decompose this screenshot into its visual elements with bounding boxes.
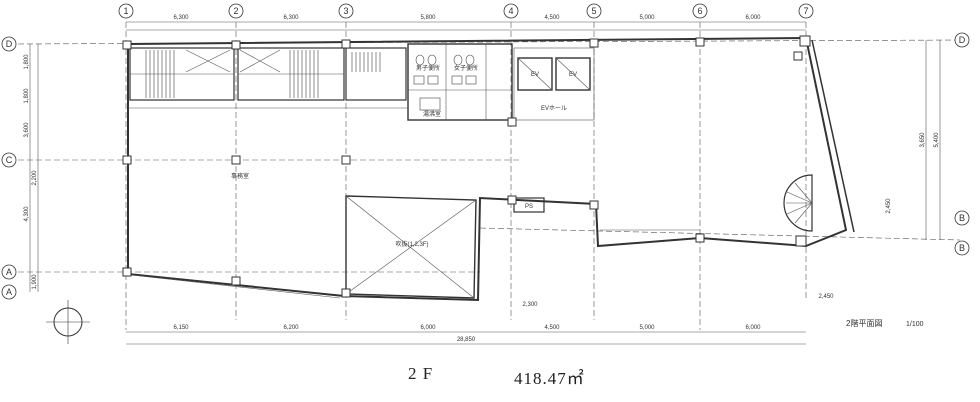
ps-shaft xyxy=(513,197,545,213)
room-label-ev2: EV xyxy=(569,72,577,78)
dim-bottom-5: 5,000 xyxy=(639,325,655,331)
grid-bubble-col-1 xyxy=(118,3,134,19)
grid-bubble-row-a-left xyxy=(1,264,17,280)
grid-bubble-row-d-left xyxy=(1,36,17,52)
dim-bottom-6: 6,000 xyxy=(745,325,761,331)
grid-label-row-b2-right: B xyxy=(959,243,965,253)
dim-top-5: 5,000 xyxy=(639,15,655,21)
grid-label-col-1: 1 xyxy=(123,6,128,16)
dim-bottom-1: 6,150 xyxy=(173,325,189,331)
grid-bubble-col-4 xyxy=(503,3,519,19)
grid-label-col-4: 4 xyxy=(508,6,513,16)
dim-bottom-3: 6,000 xyxy=(420,325,436,331)
dim-left-1: 1,800 xyxy=(24,54,30,70)
dim-top-6: 6,000 xyxy=(745,15,761,21)
room-label-kitchen: 湯沸室 xyxy=(423,110,441,118)
grid-label-row-a-left: A xyxy=(6,267,12,277)
grid-bubble-row-c-left xyxy=(1,152,17,168)
sheet-scale: 1/100 xyxy=(906,321,924,328)
stair-2-treads xyxy=(289,50,319,98)
exterior-wall xyxy=(127,36,848,302)
grid-bubble-row-d-right xyxy=(954,32,970,48)
dim-left-6: 1,900 xyxy=(32,274,38,290)
elevator-2-x-1 xyxy=(555,57,591,91)
dim-left-5: 2,200 xyxy=(32,170,38,186)
grid-label-row-b-right: B xyxy=(959,213,965,223)
stair-3-treads xyxy=(351,52,381,72)
beam-line-a xyxy=(139,275,341,299)
dim-misc-3: 2,300 xyxy=(522,302,538,308)
stair-1-treads xyxy=(145,50,175,98)
exterior-wall-east xyxy=(811,39,855,233)
dim-misc-1: 2,450 xyxy=(818,294,834,300)
grid-label-col-5: 5 xyxy=(591,6,596,16)
grid-bubble-col-7 xyxy=(798,3,814,19)
grid-label-row-d-right: D xyxy=(959,35,966,45)
dim-top-4: 4,500 xyxy=(544,15,560,21)
dim-left-4: 4,300 xyxy=(24,206,30,222)
sheet-title: 2階平面図 xyxy=(846,318,882,328)
room-label-ev1: EV xyxy=(531,72,539,78)
stair-2-cross-2 xyxy=(239,49,281,73)
void-diag-1 xyxy=(345,195,475,299)
floor-label: 2 F xyxy=(408,364,434,383)
elevator-shaft-frame xyxy=(513,47,595,121)
elevator-1-x-1 xyxy=(517,57,553,91)
dim-top-3: 5,800 xyxy=(420,15,436,21)
grid-bubble-col-6 xyxy=(692,3,708,19)
elevator-2 xyxy=(555,57,591,91)
toilet-fixtures xyxy=(413,54,477,111)
dim-bottom-4: 4,500 xyxy=(544,325,560,331)
grid-bubble-row-a2-left xyxy=(1,284,17,300)
room-label-ps: PS xyxy=(525,204,533,210)
grid-bubble-row-b-right xyxy=(954,210,970,226)
dim-left-3: 3,600 xyxy=(24,122,30,138)
stair-3 xyxy=(345,47,407,101)
dim-top-1: 6,300 xyxy=(173,15,189,21)
floor-plan-drawing: 1 2 3 4 5 6 7 D C A A D B B 6,300 6,300 … xyxy=(1,3,970,345)
floor-area: 418.47㎡ xyxy=(514,369,585,388)
room-label-void: 吹抜(1,2,3F) xyxy=(395,240,428,248)
grid-label-col-3: 3 xyxy=(343,6,348,16)
room-label-toilet-f: 女子便所 xyxy=(454,64,478,72)
spiral-stair-treads xyxy=(786,182,813,224)
grid-bubble-col-2 xyxy=(228,3,244,19)
core-block xyxy=(407,43,513,121)
grid-label-col-7: 7 xyxy=(803,6,808,16)
grid-label-col-2: 2 xyxy=(233,6,238,16)
grid-bubble-row-b2-right xyxy=(954,240,970,256)
spiral-stair xyxy=(783,174,813,232)
grid-line-row-b xyxy=(479,227,961,241)
dim-right-2: 5,400 xyxy=(934,132,940,148)
grid-label-row-a2-left: A xyxy=(6,287,12,297)
dim-bottom-2: 6,200 xyxy=(283,325,299,331)
dim-overall: 28,850 xyxy=(457,337,476,343)
grid-label-row-c-left: C xyxy=(6,155,13,165)
dim-right-1: 3,650 xyxy=(920,132,926,148)
stair-1-cross-2 xyxy=(185,49,231,73)
room-label-toilet-m: 男子便所 xyxy=(416,64,440,72)
grid-label-col-6: 6 xyxy=(697,6,702,16)
void-diag-2 xyxy=(345,199,477,295)
grid-bubble-col-5 xyxy=(586,3,602,19)
dim-left-2: 1,800 xyxy=(24,88,30,104)
room-label-hall: EVホール xyxy=(541,105,567,112)
dim-misc-2: 2,450 xyxy=(886,198,892,214)
grid-label-row-d-left: D xyxy=(6,39,13,49)
room-label-office: 事務室 xyxy=(231,172,249,180)
elevator-1 xyxy=(517,57,553,91)
dim-top-2: 6,300 xyxy=(283,15,299,21)
grid-bubble-col-3 xyxy=(338,3,354,19)
structural-columns xyxy=(122,35,811,298)
